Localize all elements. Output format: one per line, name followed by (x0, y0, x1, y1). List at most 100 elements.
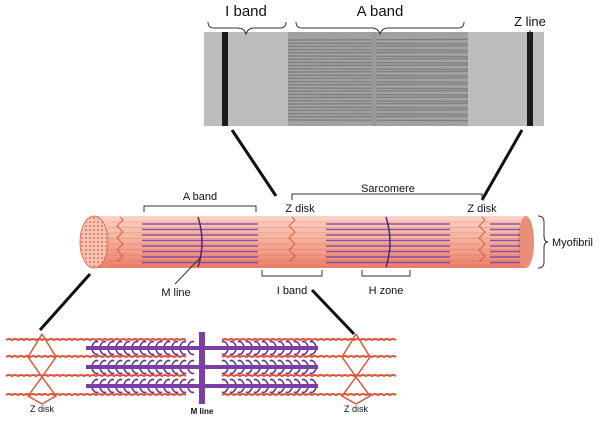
myosin-head (179, 387, 187, 394)
myofibril-a-band-brace (143, 205, 257, 212)
filaments-m-line-label: M line (191, 407, 214, 416)
myosin-head (139, 387, 147, 394)
myosin-head (147, 359, 155, 366)
thin-filament (221, 374, 397, 378)
m-line-curve (197, 216, 203, 268)
myosin-head (301, 359, 309, 366)
micrograph-left-z-line (222, 32, 228, 126)
myosin-head (269, 359, 277, 366)
myosin-head (261, 359, 269, 366)
filament-diagram (5, 332, 397, 405)
myosin-head (261, 349, 269, 356)
m-line-leader (174, 257, 201, 285)
myosin-head (237, 368, 245, 375)
filaments-z-disk-right-label: Z disk (344, 404, 369, 414)
myofibril-cylinder (79, 215, 534, 269)
a-band-striation (287, 70, 469, 73)
a-band-striation (287, 61, 469, 64)
myosin-head (301, 368, 309, 375)
myosin-head (237, 340, 245, 347)
myosin-head (139, 340, 147, 347)
thin-filament (5, 374, 187, 378)
myosin-head (179, 349, 187, 356)
myosin-head (221, 378, 229, 385)
myofibril-a-band-label: A band (183, 191, 217, 203)
filament-z-disk (355, 333, 372, 405)
myosin-head (285, 349, 293, 356)
myosin-head (293, 387, 301, 394)
myofibril-z-disk-left-label: Z disk (285, 203, 315, 215)
myofibril-z-disk-right-label: Z disk (467, 203, 497, 215)
a-band-striation (287, 113, 469, 115)
myosin-head (139, 359, 147, 366)
connector-left-lower (38, 273, 92, 331)
myosin-head (187, 359, 195, 366)
myosin-head (147, 368, 155, 375)
myofibril-label: Myofibril (552, 237, 593, 249)
myosin-head (187, 387, 195, 394)
myosin-head (147, 349, 155, 356)
myosin-head (301, 387, 309, 394)
myosin-head (107, 359, 115, 366)
myosin-head (245, 349, 253, 356)
myosin-head (221, 387, 229, 394)
myosin-head (285, 359, 293, 366)
a-band-striation (287, 96, 469, 99)
myosin-head (123, 359, 131, 366)
myosin-head (293, 368, 301, 375)
myosin-head (115, 340, 123, 347)
myosin-head (253, 368, 261, 375)
filaments-z-disk-left-label: Z disk (30, 404, 55, 414)
a-band-striation (287, 81, 469, 83)
sarcomere-brace (291, 193, 483, 200)
myosin-head (147, 387, 155, 394)
myosin-head (107, 378, 115, 385)
myosin-head (115, 387, 123, 394)
myosin-head (237, 387, 245, 394)
myosin-head (277, 368, 285, 375)
myosin-head (99, 387, 107, 394)
myosin-head (187, 378, 195, 385)
micrograph-i-band-label: I band (225, 3, 267, 20)
myosin-head (123, 368, 131, 375)
myosin-head (261, 368, 269, 375)
myosin-head (237, 349, 245, 356)
myosin-head (293, 340, 301, 347)
myosin-head (253, 340, 261, 347)
a-band-striation (287, 49, 469, 51)
micrograph-a-band-texture (287, 32, 469, 126)
myosin-head (163, 368, 171, 375)
a-band-striation (287, 83, 469, 86)
thin-filament (221, 355, 397, 359)
myosin-head (163, 359, 171, 366)
a-band-striation (287, 109, 469, 111)
micrograph-m-line (372, 32, 376, 126)
myosin-head (171, 378, 179, 385)
myosin-head (277, 387, 285, 394)
myosin-head (309, 387, 317, 394)
z-disk-zigzag (478, 216, 486, 263)
myosin-head (301, 349, 309, 356)
myosin-head (123, 378, 131, 385)
myosin-head (115, 349, 123, 356)
myosin-head (309, 340, 317, 347)
electron-micrograph (204, 32, 544, 126)
myosin-head (285, 387, 293, 394)
myosin-head (115, 359, 123, 366)
myosin-head (115, 368, 123, 375)
myosin-head (107, 340, 115, 347)
myosin-head (107, 387, 115, 394)
connector-right-upper (480, 129, 524, 201)
a-band-striation (287, 119, 469, 122)
myosin-head (99, 340, 107, 347)
myosin-head (269, 349, 277, 356)
myofibril-right-end (518, 216, 534, 268)
myosin-head (91, 359, 99, 366)
myosin-head (221, 349, 229, 356)
a-band-striation (287, 38, 469, 41)
myosin-head (245, 368, 253, 375)
a-band-striation (287, 87, 469, 90)
a-band-striation (287, 45, 469, 47)
myosin-head (221, 359, 229, 366)
myosin-head (99, 378, 107, 385)
